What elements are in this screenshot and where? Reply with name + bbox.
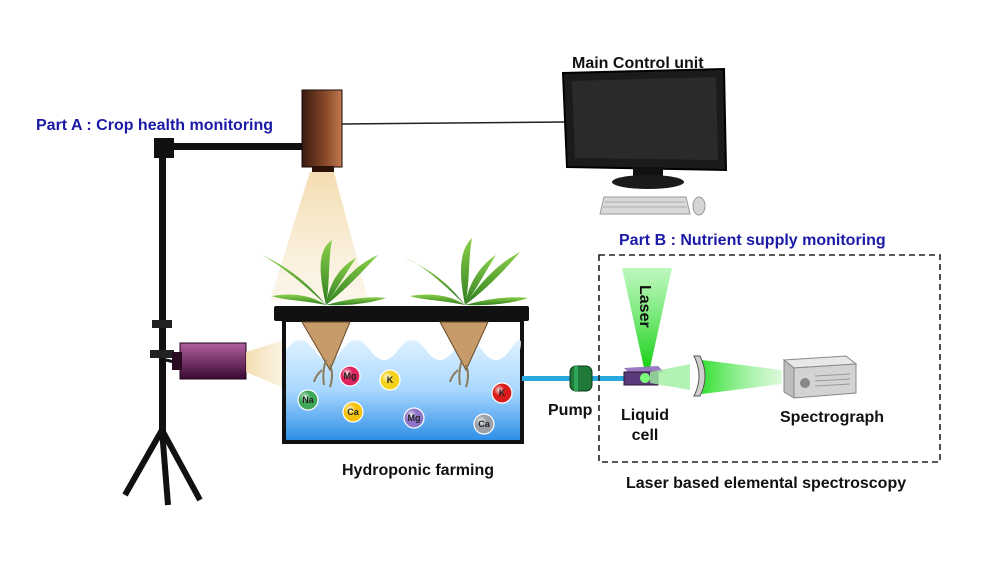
ion-ca: Ca xyxy=(473,413,495,435)
ion-symbol: Na xyxy=(302,395,314,405)
liquid-cell-label-line2: cell xyxy=(632,427,659,444)
laser-beam xyxy=(622,268,672,368)
tripod-icon xyxy=(122,138,305,506)
tube xyxy=(522,376,574,381)
part-b-label: Part B : Nutrient supply monitoring xyxy=(619,232,886,249)
ion-symbol: K xyxy=(499,388,506,398)
top-camera xyxy=(301,89,343,172)
ion-na: Na xyxy=(297,389,319,411)
ion-symbol: Mg xyxy=(344,371,357,381)
ion-k: K xyxy=(379,369,401,391)
ion-symbol: Mg xyxy=(408,413,421,423)
pump-label: Pump xyxy=(548,402,593,419)
spectrograph-label: Spectrograph xyxy=(780,409,884,426)
ion-mg: Mg xyxy=(339,365,361,387)
control-cable xyxy=(341,121,566,125)
collected-light xyxy=(702,360,782,394)
tube xyxy=(590,376,624,381)
plant-icon xyxy=(262,240,386,306)
lens-icon xyxy=(693,355,706,397)
ion-symbol: Ca xyxy=(347,407,359,417)
libs-label: Laser based elemental spectroscopy xyxy=(626,475,906,492)
ion-mg: Mg xyxy=(403,407,425,429)
liquid-cell-label: Liquid xyxy=(621,407,669,424)
spectrograph-icon xyxy=(782,355,858,399)
plant-icon xyxy=(405,238,528,306)
part-a-label: Part A : Crop health monitoring xyxy=(36,117,273,134)
laser-label: Laser xyxy=(636,285,653,328)
camera-light-cone xyxy=(270,172,368,300)
emission-beam xyxy=(650,364,690,390)
side-camera xyxy=(172,342,247,380)
monitor-icon xyxy=(561,67,728,189)
pump-icon xyxy=(569,365,593,392)
mouse-icon xyxy=(692,196,706,216)
ion-ca: Ca xyxy=(342,401,364,423)
ion-k: K xyxy=(491,382,513,404)
ion-symbol: Ca xyxy=(478,419,490,429)
ion-symbol: K xyxy=(387,375,394,385)
part-b-box xyxy=(598,254,941,463)
hydroponic-label: Hydroponic farming xyxy=(342,462,494,479)
keyboard-icon xyxy=(599,196,691,215)
main-control-label: Main Control unit xyxy=(572,55,704,72)
